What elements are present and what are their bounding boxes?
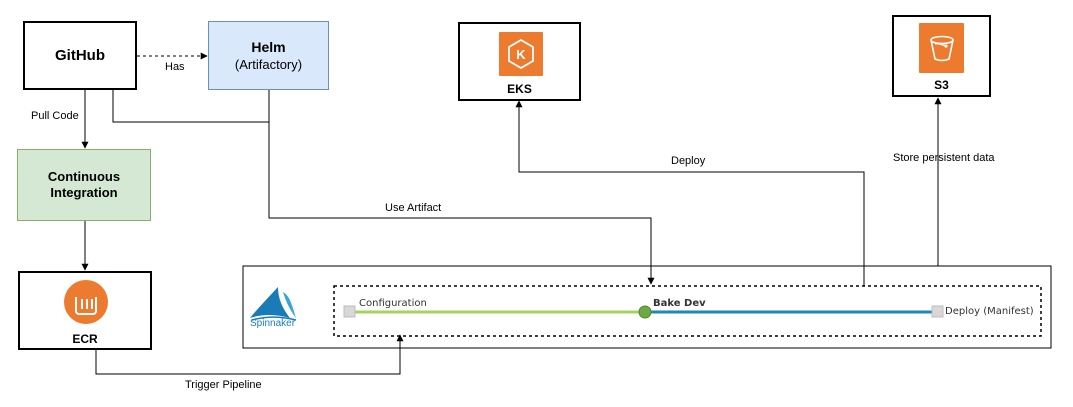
spinnaker-container xyxy=(242,265,1052,349)
edge-label-trigger: Trigger Pipeline xyxy=(185,379,262,391)
spinnaker-sail-icon xyxy=(250,287,297,321)
edge-use-artifact xyxy=(268,90,655,285)
eks-label: EKS xyxy=(507,82,532,96)
ecr-label: ECR xyxy=(72,332,98,346)
edge-label-pull-code: Pull Code xyxy=(31,110,79,122)
stage-node-deploy-manifest[interactable] xyxy=(931,305,944,318)
edge-github-to-artifact xyxy=(112,90,269,123)
spinnaker-logo-text: Spinnaker xyxy=(250,318,296,329)
helm-subtitle: (Artifactory) xyxy=(234,57,303,72)
eks-icon: K xyxy=(499,32,543,76)
continuous-integration-node[interactable]: Continuous Integration xyxy=(17,149,151,221)
stage-label-deploy-manifest[interactable]: Deploy (Manifest) xyxy=(945,306,1034,317)
svg-text:K: K xyxy=(516,47,526,62)
edge-label-deploy: Deploy xyxy=(671,155,706,167)
stage-label-configuration[interactable]: Configuration xyxy=(359,298,427,309)
edge-label-has: Has xyxy=(165,61,185,73)
stage-label-bake-dev[interactable]: Bake Dev xyxy=(653,298,706,309)
github-node[interactable]: GitHub xyxy=(23,21,137,90)
stage-node-configuration[interactable] xyxy=(343,305,356,318)
s3-bucket-icon xyxy=(919,23,964,73)
edge-deploy xyxy=(515,100,865,286)
edge-label-store: Store persistent data xyxy=(893,152,995,164)
github-label: GitHub xyxy=(55,47,105,64)
ci-label: Continuous Integration xyxy=(47,169,121,200)
edge-label-use-artifact: Use Artifact xyxy=(385,202,442,214)
ecr-icon xyxy=(64,280,108,324)
helm-node[interactable]: Helm (Artifactory) xyxy=(208,21,329,90)
pipeline-container xyxy=(333,285,1042,337)
stage-node-bake-dev[interactable] xyxy=(638,305,652,319)
helm-title: Helm xyxy=(251,39,286,55)
edge-trigger-pipeline xyxy=(95,334,404,375)
s3-label: S3 xyxy=(934,78,949,92)
